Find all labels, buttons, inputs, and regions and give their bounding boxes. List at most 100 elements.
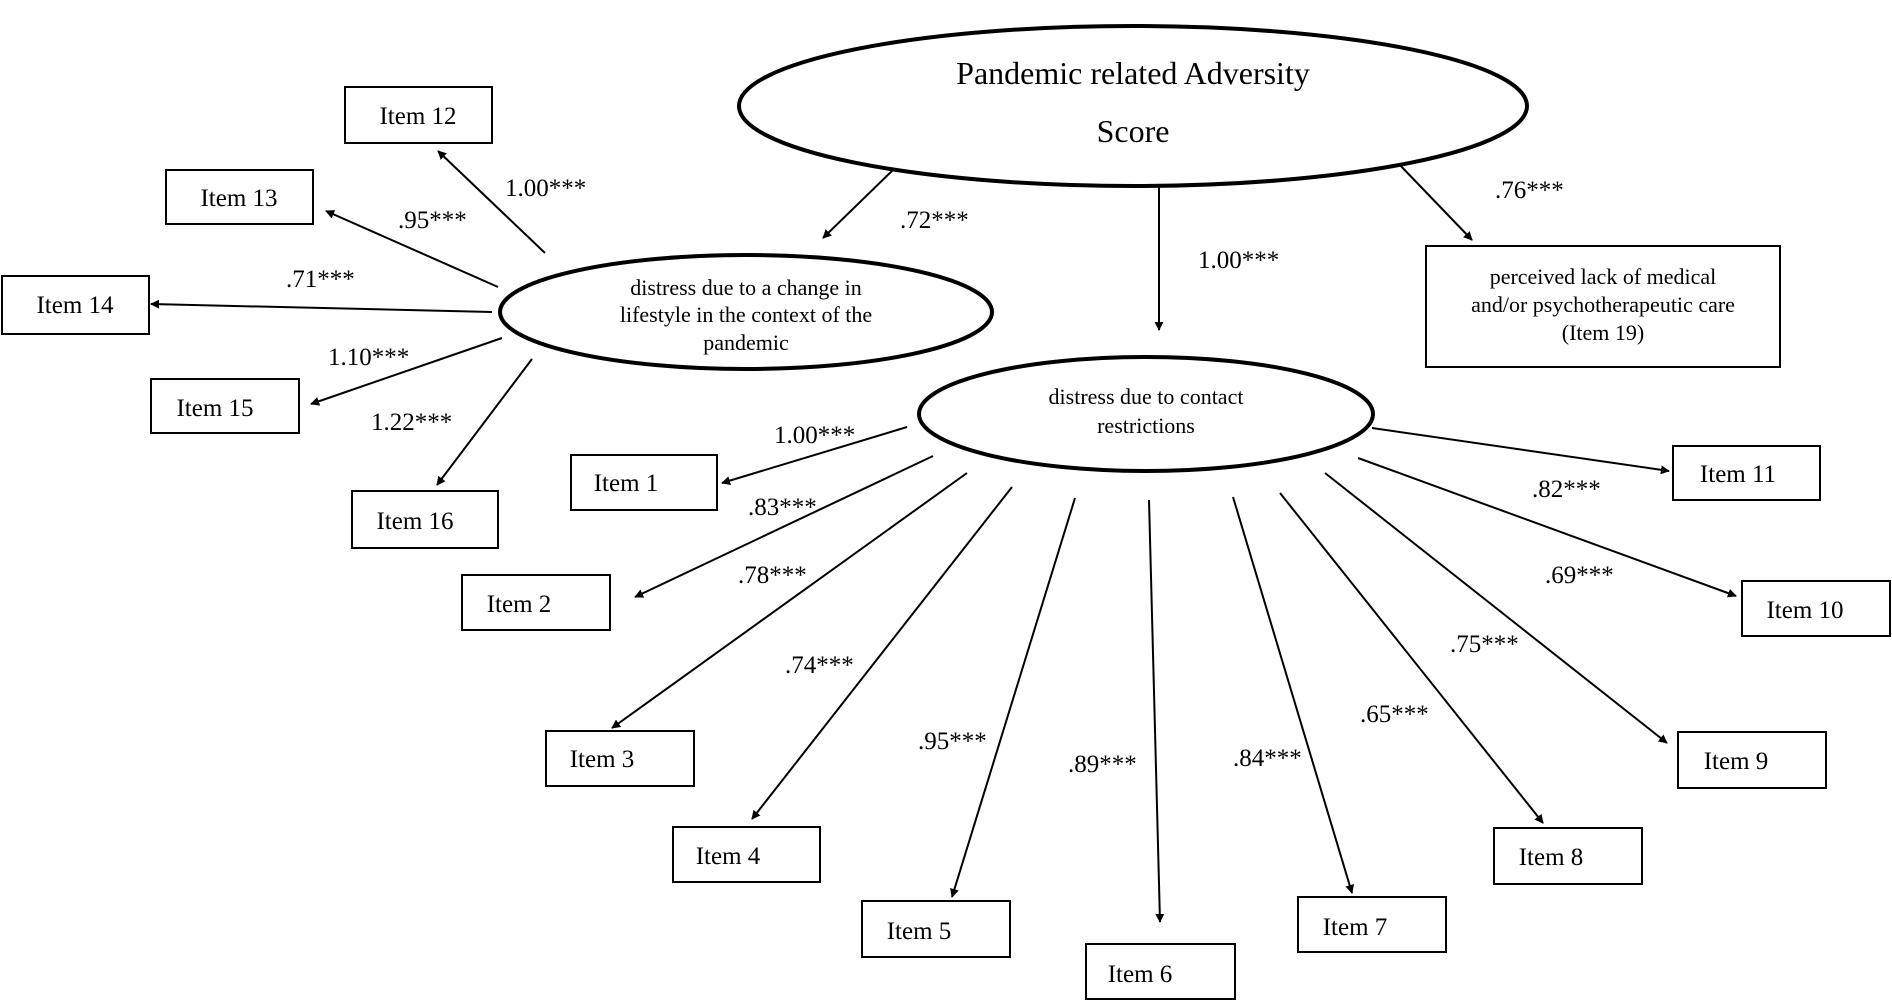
item-3-node: Item 3 xyxy=(545,730,695,787)
loading-item2: .83*** xyxy=(748,494,817,521)
item-4-label: Item 4 xyxy=(696,843,761,870)
lifestyle-factor-label-line1: distress due to a change in xyxy=(630,275,862,300)
loading-root-contact: 1.00*** xyxy=(1198,247,1279,274)
item-6-node: Item 6 xyxy=(1085,943,1236,1000)
edge-contact-item5 xyxy=(950,497,1076,898)
item-1-node: Item 1 xyxy=(570,454,718,511)
loading-item6: .89*** xyxy=(1068,751,1137,778)
loading-root-care: .76*** xyxy=(1495,177,1564,204)
lifestyle-factor-label-line3: pandemic xyxy=(703,330,789,355)
item-15-node: Item 15 xyxy=(150,378,300,434)
contact-factor: distress due to contact restrictions xyxy=(917,355,1375,473)
edge-contact-item8 xyxy=(1279,492,1544,824)
loading-item12: 1.00*** xyxy=(505,175,586,202)
lifestyle-factor: distress due to a change in lifestyle in… xyxy=(498,253,994,371)
item-boxes: Item 12 Item 13 Item 14 Item 15 Item 16 … xyxy=(1,86,1891,1000)
care-item-node: perceived lack of medical and/or psychot… xyxy=(1425,245,1781,368)
item-11-box xyxy=(1672,445,1821,501)
edge-contact-item6 xyxy=(1148,499,1165,923)
loading-item9: .75*** xyxy=(1450,631,1519,658)
lifestyle-factor-ellipse xyxy=(498,253,994,371)
item-8-node: Item 8 xyxy=(1493,827,1643,885)
item-7-node: Item 7 xyxy=(1297,896,1447,953)
item-12-box xyxy=(344,86,493,144)
item-2-label: Item 2 xyxy=(487,591,552,618)
edge-lifestyle-item14 xyxy=(150,299,493,313)
edge-lifestyle-item13 xyxy=(325,210,499,288)
root-factor-label-line1: Pandemic related Adversity xyxy=(956,55,1310,91)
item-3-box xyxy=(545,730,695,787)
item-13-node: Item 13 xyxy=(165,169,314,225)
item-9-label: Item 9 xyxy=(1704,748,1769,775)
root-factor-ellipse xyxy=(737,24,1529,188)
item-16-label: Item 16 xyxy=(376,508,453,535)
item-10-node: Item 10 xyxy=(1741,580,1891,637)
item-14-node: Item 14 xyxy=(1,275,150,335)
loading-item11: .82*** xyxy=(1532,476,1601,503)
item-1-label: Item 1 xyxy=(594,470,659,497)
contact-factor-label-line2: restrictions xyxy=(1097,413,1195,438)
root-factor: Pandemic related Adversity Score xyxy=(737,24,1529,188)
loading-item8: .65*** xyxy=(1360,701,1429,728)
loading-item3: .78*** xyxy=(738,562,807,589)
item-3-label: Item 3 xyxy=(570,746,635,773)
item-13-label: Item 13 xyxy=(200,185,277,212)
loading-item1: 1.00*** xyxy=(774,422,855,449)
contact-factor-label-line1: distress due to contact xyxy=(1049,384,1244,409)
item-12-node: Item 12 xyxy=(344,86,493,144)
edge-lifestyle-item12 xyxy=(437,150,546,254)
item-10-box xyxy=(1741,580,1891,637)
edge-root-care xyxy=(1396,161,1473,241)
edge-contact-item2 xyxy=(634,455,934,598)
care-item-label-line1: perceived lack of medical xyxy=(1490,264,1717,289)
item-9-node: Item 9 xyxy=(1677,731,1827,789)
care-item-box xyxy=(1425,245,1781,368)
loading-item4: .74*** xyxy=(785,652,854,679)
item-13-box xyxy=(165,169,314,225)
edges xyxy=(150,150,1737,923)
item-9-box xyxy=(1677,731,1827,789)
item-11-label: Item 11 xyxy=(1700,461,1776,488)
item-8-label: Item 8 xyxy=(1519,844,1584,871)
edge-contact-item7 xyxy=(1232,496,1354,894)
item-14-box xyxy=(1,275,150,335)
care-item-label-line2: and/or psychotherapeutic care xyxy=(1471,292,1735,317)
item-15-label: Item 15 xyxy=(176,395,253,422)
item-8-box xyxy=(1493,827,1643,885)
item-16-box xyxy=(351,490,499,549)
item-10-label: Item 10 xyxy=(1766,597,1843,624)
lifestyle-factor-label-line2: lifestyle in the context of the xyxy=(620,302,872,327)
item-11-node: Item 11 xyxy=(1672,445,1821,501)
item-6-label: Item 6 xyxy=(1108,961,1173,988)
loading-item14: .71*** xyxy=(286,266,355,293)
loading-item16: 1.22*** xyxy=(371,409,452,436)
item-15-box xyxy=(150,378,300,434)
care-item-label-line3: (Item 19) xyxy=(1562,320,1644,345)
item-2-node: Item 2 xyxy=(461,574,611,631)
loading-item10: .69*** xyxy=(1545,562,1614,589)
loading-labels: .72*** 1.00*** .76*** 1.00*** .95*** .71… xyxy=(286,175,1614,778)
edge-contact-item3 xyxy=(611,472,968,729)
edge-lifestyle-item15 xyxy=(310,337,503,406)
item-4-node: Item 4 xyxy=(672,826,821,883)
contact-factor-ellipse xyxy=(917,355,1375,473)
root-factor-label-line2: Score xyxy=(1097,113,1170,149)
loading-root-lifestyle: .72*** xyxy=(900,207,969,234)
item-5-label: Item 5 xyxy=(887,918,952,945)
item-1-box xyxy=(570,454,718,511)
edge-contact-item4 xyxy=(751,486,1013,820)
item-2-box xyxy=(461,574,611,631)
loading-item5: .95*** xyxy=(918,728,987,755)
edge-contact-item9 xyxy=(1324,472,1668,744)
edge-contact-item1 xyxy=(721,426,908,485)
item-4-box xyxy=(672,826,821,883)
item-7-label: Item 7 xyxy=(1323,914,1388,941)
edge-lifestyle-item16 xyxy=(436,358,533,486)
loading-item7: .84*** xyxy=(1233,745,1302,772)
item-7-box xyxy=(1297,896,1447,953)
item-16-node: Item 16 xyxy=(351,490,499,549)
item-5-box xyxy=(861,900,1011,958)
item-6-box xyxy=(1085,943,1236,1000)
item-5-node: Item 5 xyxy=(861,900,1011,958)
